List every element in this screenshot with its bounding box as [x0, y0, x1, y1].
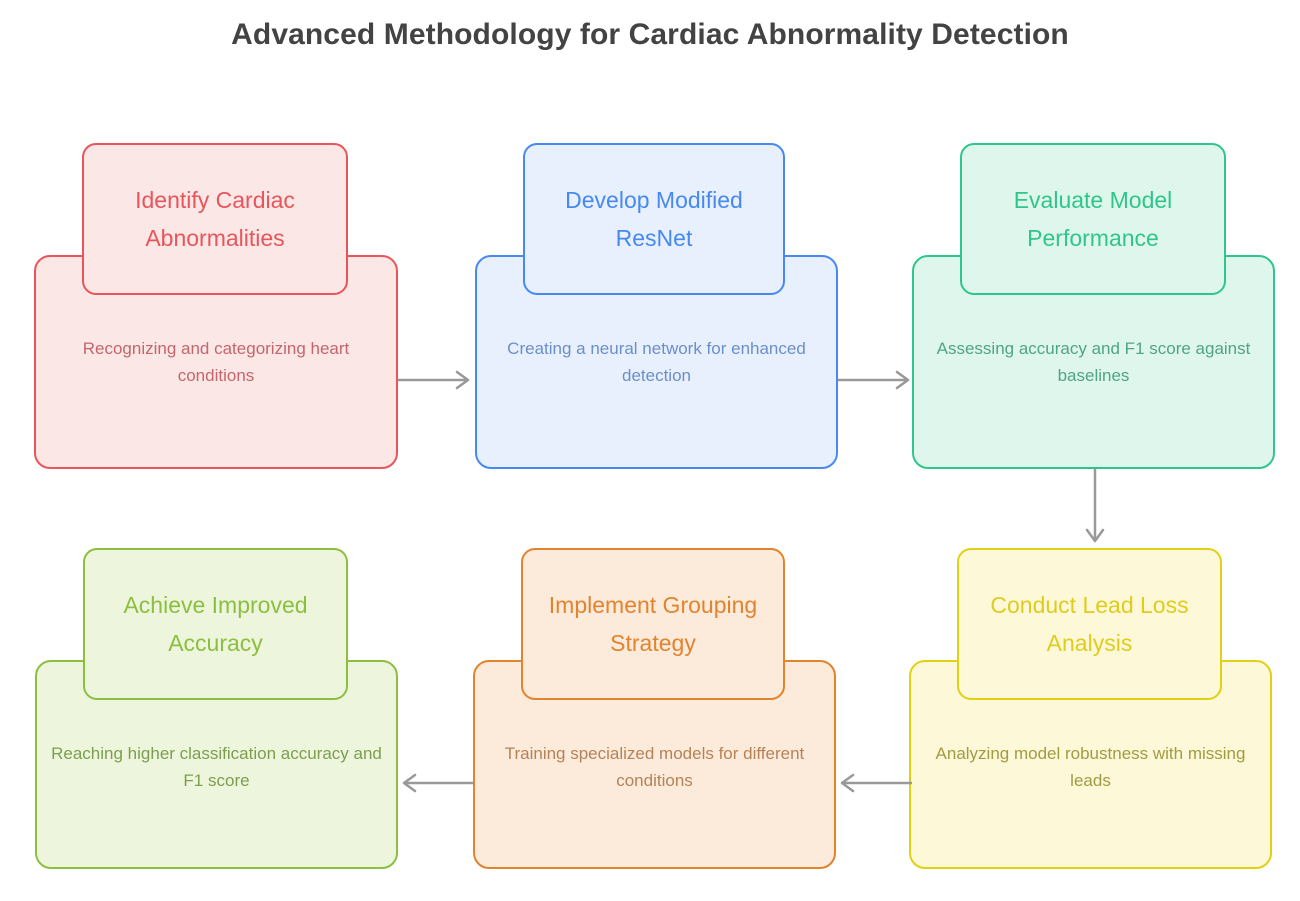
arrowhead-right-icon	[455, 370, 470, 390]
connector-evaluate-to-conduct	[1081, 469, 1109, 549]
node-description: Analyzing model robustness with missing …	[935, 744, 1246, 790]
node-heading: Implement Grouping Strategy	[521, 548, 785, 700]
arrowhead-left-icon	[402, 773, 417, 793]
connector-develop-to-evaluate	[838, 366, 916, 394]
node-description: Reaching higher classification accuracy …	[51, 744, 382, 790]
node-heading: Achieve Improved Accuracy	[83, 548, 348, 700]
connector-conduct-to-implement	[836, 769, 912, 797]
node-description: Recognizing and categorizing heart condi…	[82, 339, 350, 385]
connector-identify-to-develop	[398, 366, 476, 394]
arrowhead-left-icon	[840, 773, 855, 793]
connector-implement-to-achieve	[398, 769, 474, 797]
node-description: Training specialized models for differen…	[504, 744, 805, 790]
arrowhead-down-icon	[1085, 528, 1105, 543]
node-description: Assessing accuracy and F1 score against …	[936, 339, 1251, 385]
node-heading: Develop Modified ResNet	[523, 143, 785, 295]
node-heading: Identify Cardiac Abnormalities	[82, 143, 348, 295]
node-description: Creating a neural network for enhanced d…	[507, 339, 806, 385]
node-heading: Evaluate Model Performance	[960, 143, 1226, 295]
node-heading: Conduct Lead Loss Analysis	[957, 548, 1222, 700]
page-title: Advanced Methodology for Cardiac Abnorma…	[231, 18, 1069, 51]
arrowhead-right-icon	[895, 370, 910, 390]
